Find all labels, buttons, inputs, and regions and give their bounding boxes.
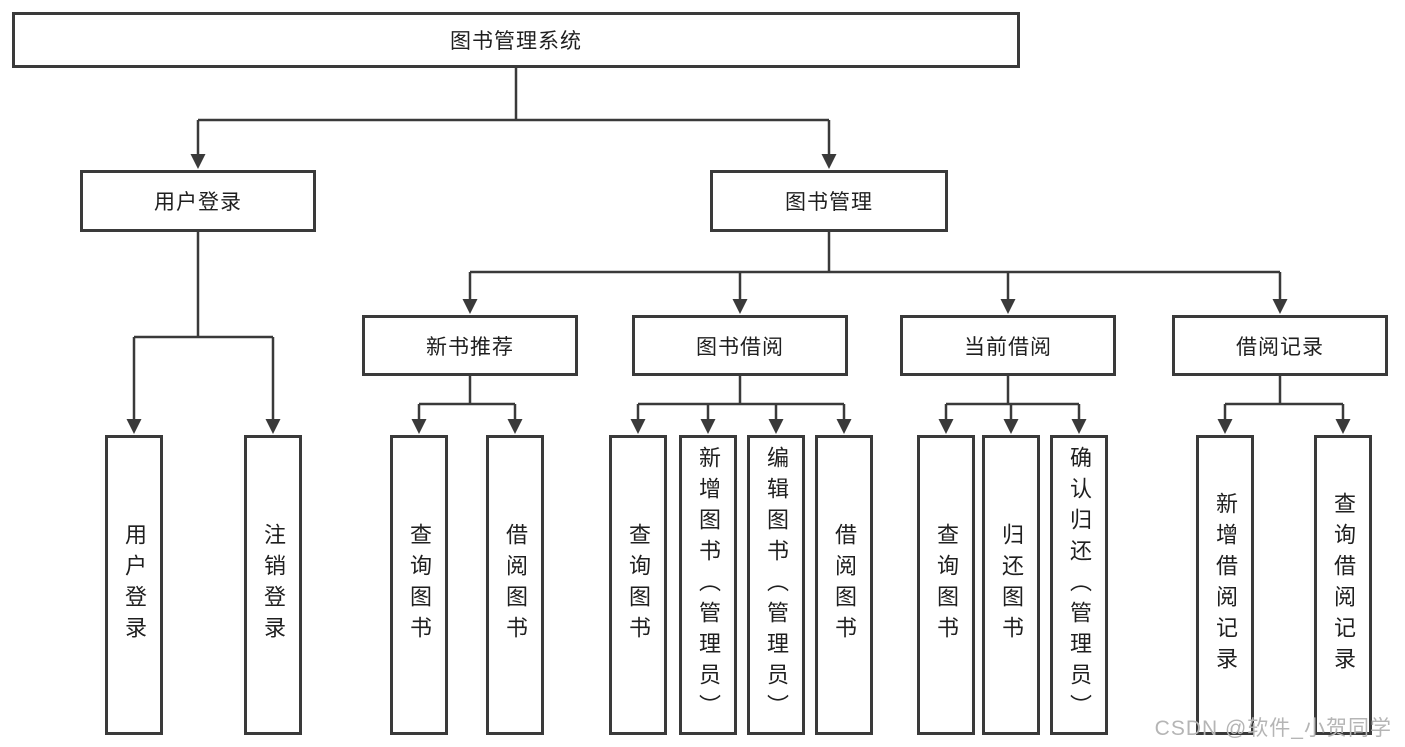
leaf-user-login-label: 用户登录: [122, 523, 147, 647]
node-book-borrowing: 图书借阅: [632, 315, 848, 376]
node-current-borrowing: 当前借阅: [900, 315, 1116, 376]
leaf-nbr-borrow-books: 借阅图书: [486, 435, 544, 735]
connector-trunks: [134, 68, 1343, 406]
leaf-br-query-record: 查询借阅记录: [1314, 435, 1372, 735]
leaf-logout-label: 注销登录: [261, 523, 286, 647]
leaf-logout: 注销登录: [244, 435, 302, 735]
leaf-nbr-query-books-label: 查询图书: [407, 523, 432, 647]
node-user-login: 用户登录: [80, 170, 316, 232]
leaf-bb-edit-books-admin: 编辑图书（管理员）: [747, 435, 805, 735]
csdn-watermark: CSDN @软件_小贺同学: [1154, 717, 1392, 740]
leaf-bb-query-books-label: 查询图书: [626, 523, 651, 647]
node-borrow-records-label: 借阅记录: [1236, 335, 1324, 359]
leaf-cb-query-books-label: 查询图书: [934, 523, 959, 647]
leaf-cb-confirm-return-admin-label: 确认归还（管理员）: [1067, 445, 1092, 725]
leaf-br-add-record-label: 新增借阅记录: [1213, 492, 1238, 678]
node-book-borrowing-label: 图书借阅: [696, 335, 784, 359]
node-new-book-recommendation: 新书推荐: [362, 315, 578, 376]
leaf-cb-return-books-label: 归还图书: [999, 523, 1024, 647]
node-root-label: 图书管理系统: [450, 30, 582, 53]
leaf-cb-confirm-return-admin: 确认归还（管理员）: [1050, 435, 1108, 735]
leaf-user-login: 用户登录: [105, 435, 163, 735]
node-new-book-recommendation-label: 新书推荐: [426, 335, 514, 359]
leaf-br-add-record: 新增借阅记录: [1196, 435, 1254, 735]
node-borrow-records: 借阅记录: [1172, 315, 1388, 376]
leaf-br-query-record-label: 查询借阅记录: [1331, 492, 1356, 678]
node-user-login-label: 用户登录: [154, 191, 242, 214]
node-current-borrowing-label: 当前借阅: [964, 335, 1052, 359]
node-book-management-label: 图书管理: [785, 191, 873, 214]
leaf-bb-borrow-books-label: 借阅图书: [832, 523, 857, 647]
leaf-bb-add-books-admin-label: 新增图书（管理员）: [696, 445, 721, 725]
node-root: 图书管理系统: [12, 12, 1020, 68]
leaf-nbr-query-books: 查询图书: [390, 435, 448, 735]
leaf-nbr-borrow-books-label: 借阅图书: [503, 523, 528, 647]
node-book-management: 图书管理: [710, 170, 948, 232]
leaf-bb-add-books-admin: 新增图书（管理员）: [679, 435, 737, 735]
leaf-cb-query-books: 查询图书: [917, 435, 975, 735]
leaf-bb-borrow-books: 借阅图书: [815, 435, 873, 735]
leaf-bb-edit-books-admin-label: 编辑图书（管理员）: [764, 445, 789, 725]
leaf-bb-query-books: 查询图书: [609, 435, 667, 735]
leaf-cb-return-books: 归还图书: [982, 435, 1040, 735]
